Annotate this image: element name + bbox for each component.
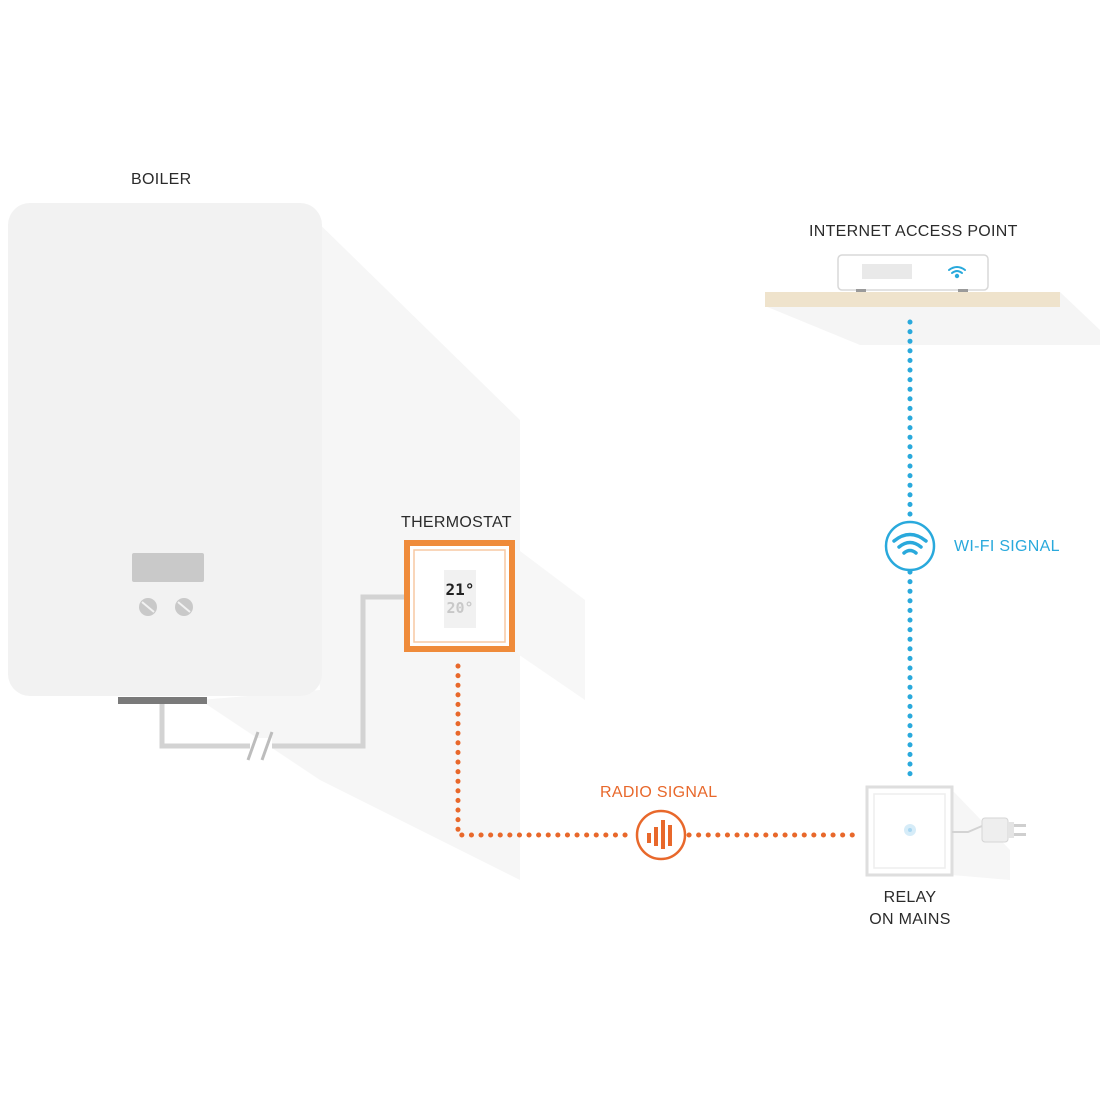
power-plug-icon bbox=[952, 817, 1026, 843]
relay-device bbox=[865, 785, 954, 877]
router-wifi-icon bbox=[948, 266, 966, 279]
relay-shadow bbox=[952, 790, 1010, 880]
boiler-shadow bbox=[200, 205, 520, 880]
boiler-knob-left bbox=[139, 598, 157, 616]
boiler-connector bbox=[118, 697, 207, 704]
radio-signal-icon bbox=[635, 809, 687, 861]
thermostat-screen: 21° 20° bbox=[444, 570, 476, 628]
boiler-body bbox=[8, 203, 322, 696]
wifi-icon bbox=[884, 520, 936, 572]
internet-access-point-label: INTERNET ACCESS POINT bbox=[809, 223, 1018, 240]
thermostat-set-temp: 20° bbox=[446, 599, 474, 617]
thermostat-shadow bbox=[512, 545, 585, 700]
router-body bbox=[837, 254, 989, 291]
boiler-label: BOILER bbox=[131, 171, 192, 188]
router-display bbox=[862, 264, 912, 279]
relay-label-line2: ON MAINS bbox=[869, 911, 951, 928]
boiler-thermostat-wire bbox=[159, 594, 406, 761]
radio-signal-path bbox=[455, 663, 863, 838]
thermostat-label: THERMOSTAT bbox=[401, 514, 512, 531]
relay-label-line1: RELAY bbox=[883, 889, 937, 906]
boiler-knob-right bbox=[175, 598, 193, 616]
internet-access-point bbox=[765, 254, 1060, 307]
boiler bbox=[8, 203, 322, 704]
wifi-signal-label: WI-FI SIGNAL bbox=[954, 538, 1060, 555]
relay-label: RELAY ON MAINS bbox=[869, 887, 951, 931]
shelf bbox=[765, 292, 1060, 307]
radio-signal-label: RADIO SIGNAL bbox=[600, 784, 718, 801]
thermostat-current-temp: 21° bbox=[445, 580, 475, 599]
boiler-display bbox=[132, 553, 204, 582]
